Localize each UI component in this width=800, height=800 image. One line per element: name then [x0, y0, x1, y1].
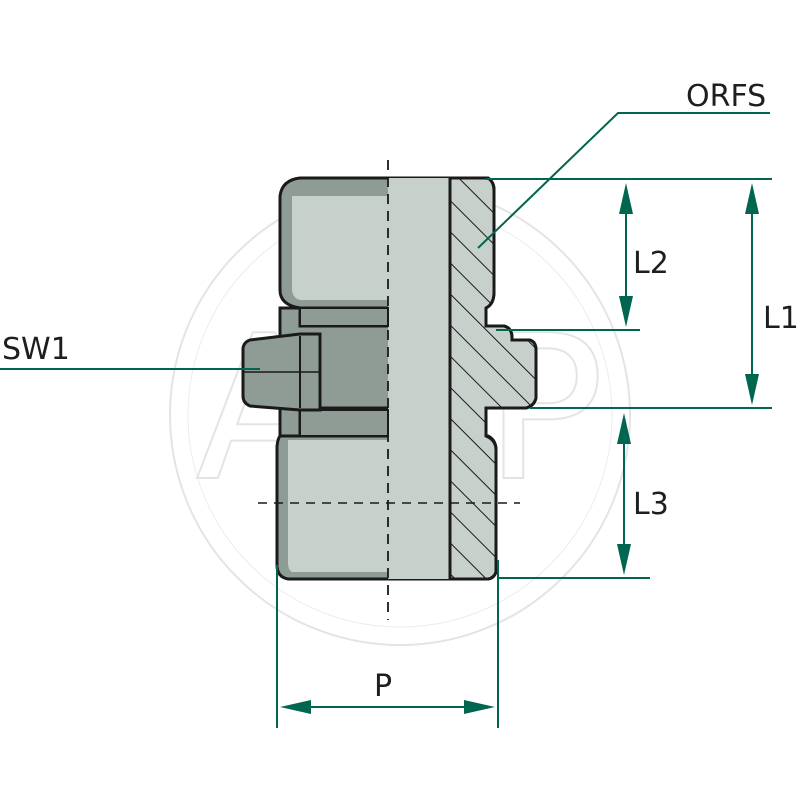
fitting-body: [241, 160, 538, 620]
orfs-leader: [477, 112, 770, 249]
extension-lines: [276, 178, 772, 728]
collar-groove-upper: [299, 307, 389, 327]
dimension-p: P: [280, 669, 495, 714]
collar-groove-lower: [299, 409, 389, 437]
label-p: P: [374, 669, 392, 704]
section-wall: [448, 176, 538, 581]
dimension-l2: L2: [619, 183, 669, 327]
label-sw1: SW1: [2, 332, 70, 367]
leader-lines: [0, 112, 770, 370]
arrow-p-left: [280, 700, 311, 714]
label-orfs: ORFS: [686, 79, 766, 114]
label-l3: L3: [633, 487, 669, 522]
arrow-l3-top: [617, 413, 631, 444]
upper-body-recess: [292, 196, 388, 300]
dimension-l3: L3: [617, 413, 669, 575]
label-l1: L1: [763, 301, 799, 336]
label-l2: L2: [633, 246, 669, 281]
lower-body-recess: [288, 440, 388, 572]
arrow-l2-top: [619, 183, 633, 214]
arrow-l2-bottom: [619, 296, 633, 327]
arrow-l3-bottom: [617, 544, 631, 575]
central-bore: [388, 178, 450, 579]
arrow-p-right: [464, 700, 495, 714]
arrow-l1-top: [745, 183, 759, 214]
dimension-l1: L1: [745, 183, 799, 405]
arrow-l1-bottom: [745, 374, 759, 405]
